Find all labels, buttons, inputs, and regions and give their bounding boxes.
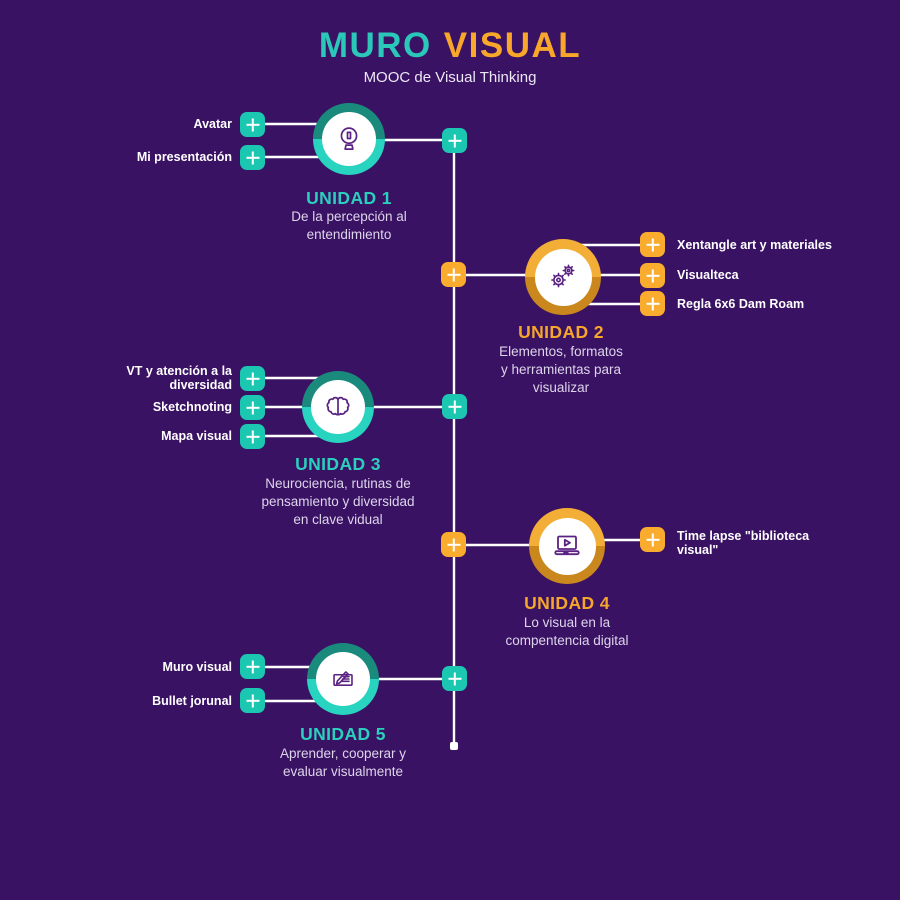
unit5-title: UNIDAD 5 [300,724,386,744]
sketch-pen-icon [333,671,353,686]
plus-icon [442,394,467,419]
plus-icon [442,666,467,691]
unit3-title: UNIDAD 3 [295,454,381,474]
plus-icon [640,232,665,257]
unit2-hub-inner [534,248,592,306]
unit2-title: UNIDAD 2 [518,322,604,342]
trunk-add-button-4[interactable] [441,532,466,557]
laptop-video-icon [554,535,580,556]
unit4-hub[interactable] [529,508,605,584]
plus-icon [240,366,265,391]
plus-icon [441,262,466,287]
trunk-add-button-1[interactable] [442,128,467,153]
item-label: Mapa visual [161,429,232,443]
plus-icon [240,688,265,713]
unit3-item2-add-button[interactable] [240,395,265,420]
plus-icon [240,112,265,137]
page-subtitle: MOOC de Visual Thinking [363,69,537,86]
unit3-item1-add-button[interactable] [240,366,265,391]
item-label: Xentangle art y materiales [677,238,832,252]
plus-icon [640,263,665,288]
trunk-add-button-3[interactable] [442,394,467,419]
unit4-hub-inner [538,517,596,575]
item-label: Bullet jorunal [152,694,232,708]
item-label: VT y atención a la diversidad [126,364,232,392]
title-word-muro: MURO [318,26,432,65]
plus-icon [240,145,265,170]
trunk-add-button-2[interactable] [441,262,466,287]
unit2-item2-add-button[interactable] [640,263,665,288]
item-label: Visualteca [677,268,739,282]
plus-icon [240,424,265,449]
trunk-add-button-5[interactable] [442,666,467,691]
title-word-visual: VISUAL [443,26,582,65]
unit5-hub-inner [316,652,370,706]
unit4-item1-add-button[interactable] [640,527,665,552]
plus-icon [640,527,665,552]
item-label: Muro visual [162,660,232,674]
unit5-item2-add-button[interactable] [240,688,265,713]
unit3-hub-inner [311,380,365,434]
unit2-item1-add-button[interactable] [640,232,665,257]
unit1-item1-add-button[interactable] [240,112,265,137]
unit1-hub[interactable] [313,103,385,175]
page-title: MURO VISUAL [0,26,900,66]
brain-icon [326,396,350,416]
item-label: Time lapse "biblioteca visual" [677,529,810,557]
gears-icon [551,264,575,288]
unit3-item3-add-button[interactable] [240,424,265,449]
unit1-title: UNIDAD 1 [306,188,392,208]
plus-icon [640,291,665,316]
lightbulb-icon [340,127,358,150]
unit5-item1-add-button[interactable] [240,654,265,679]
unit2-item3-add-button[interactable] [640,291,665,316]
unit2-hub[interactable] [525,239,601,315]
plus-icon [240,654,265,679]
unit1-hub-inner [322,112,376,166]
item-label: Avatar [193,117,232,131]
item-label: Regla 6x6 Dam Roam [677,297,805,311]
trunk-end-dot [450,742,458,750]
unit4-title: UNIDAD 4 [524,593,610,613]
item-label: Sketchnoting [152,400,232,414]
unit5-hub[interactable] [307,643,379,715]
item-label: Mi presentación [136,150,232,164]
plus-icon [441,532,466,557]
unit1-item2-add-button[interactable] [240,145,265,170]
plus-icon [240,395,265,420]
unit3-hub[interactable] [302,371,374,443]
plus-icon [442,128,467,153]
